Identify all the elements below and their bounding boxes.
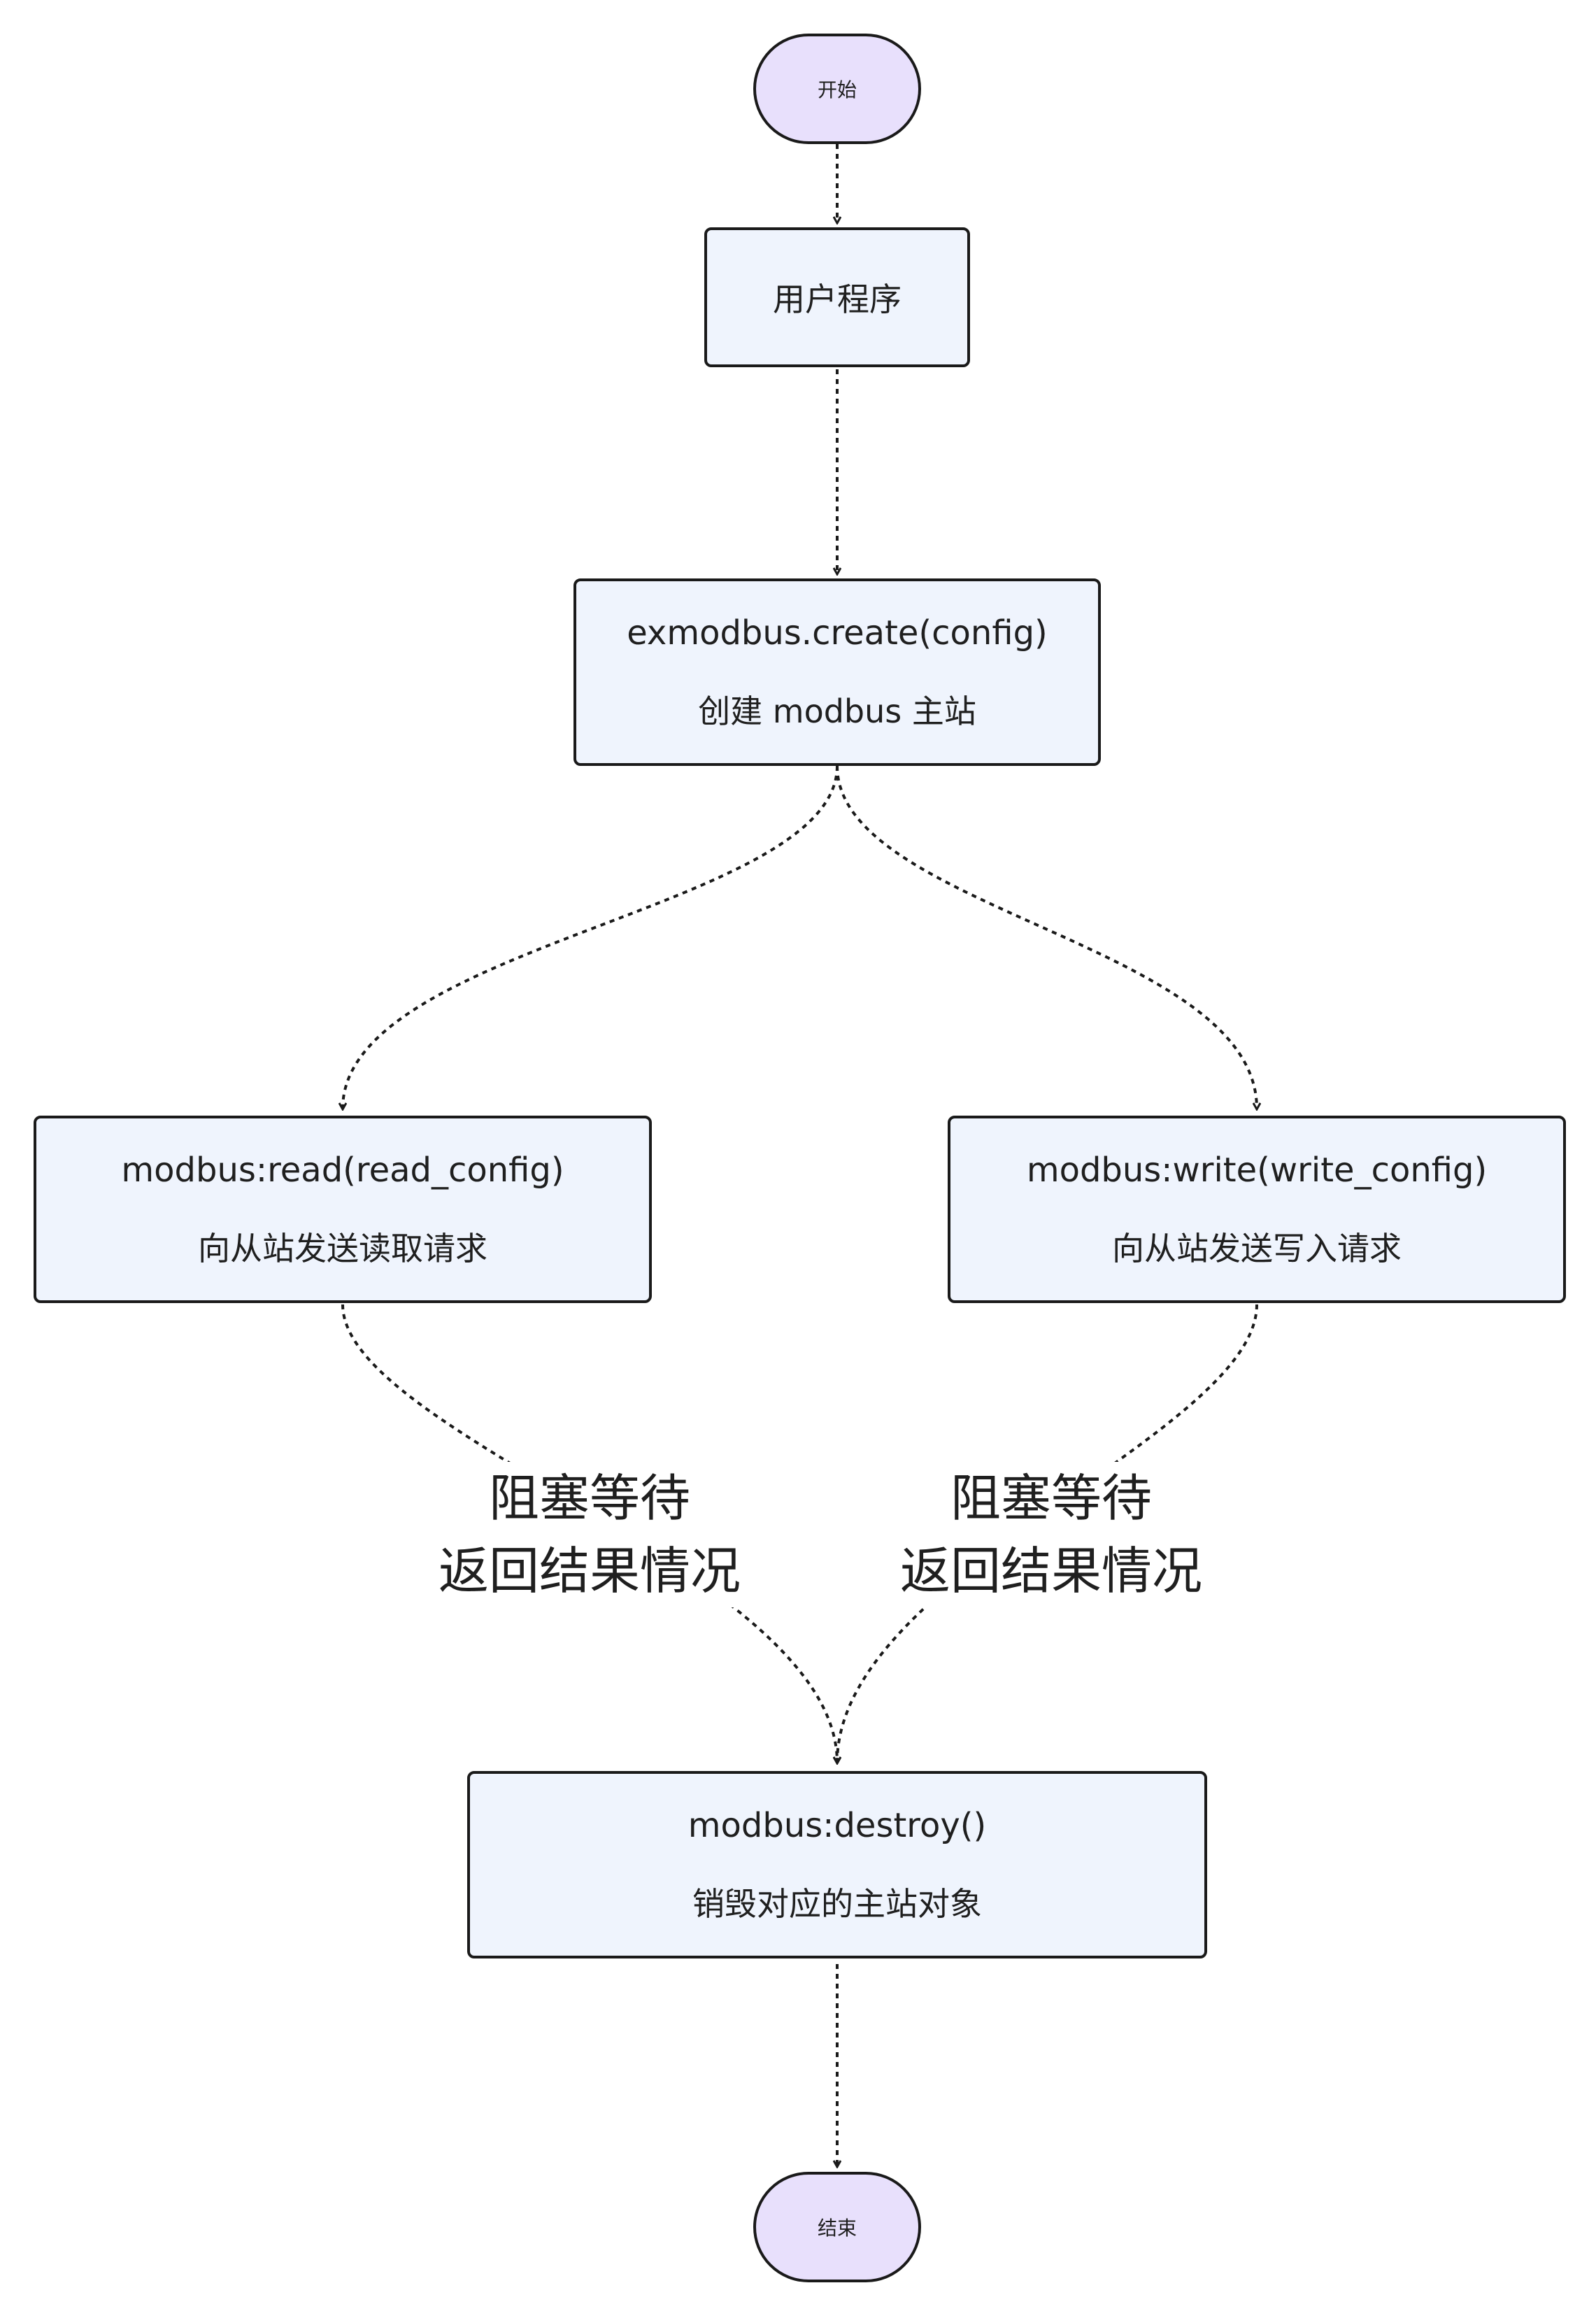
edge-label-write-wait-line1: 阻塞等待	[950, 1469, 1152, 1528]
destroy-node-call: modbus:destroy()	[687, 1805, 987, 1845]
read-node-call: modbus:read(read_config)	[121, 1150, 564, 1190]
edge-read-to-destroy	[341, 1304, 837, 1763]
edge-label-read-wait: 阻塞等待 返回结果情况	[428, 1462, 751, 1607]
read-node-desc: 向从站发送读取请求	[198, 1230, 487, 1268]
edge-label-read-wait-line2: 返回结果情况	[438, 1542, 741, 1600]
user-program-label: 用户程序	[773, 280, 902, 318]
write-node[interactable]: modbus:write(write_config) 向从站发送写入请求	[948, 1116, 1566, 1303]
end-node[interactable]: 结束	[753, 2172, 921, 2282]
start-node[interactable]: 开始	[753, 34, 921, 144]
edge-create-to-write	[836, 765, 1257, 1109]
write-node-desc: 向从站发送写入请求	[1112, 1230, 1402, 1268]
edge-label-write-wait-line2: 返回结果情况	[899, 1542, 1202, 1600]
destroy-node-desc: 销毁对应的主站对象	[692, 1885, 982, 1924]
read-node[interactable]: modbus:read(read_config) 向从站发送读取请求	[34, 1116, 652, 1303]
write-node-call: modbus:write(write_config)	[1026, 1150, 1488, 1190]
end-node-label: 结束	[817, 2217, 857, 2240]
edge-label-write-wait: 阻塞等待 返回结果情况	[890, 1462, 1213, 1607]
create-node-desc: 创建 modbus 主站	[698, 692, 976, 731]
start-node-label: 开始	[817, 78, 857, 101]
user-program-node[interactable]: 用户程序	[704, 227, 970, 367]
destroy-node[interactable]: modbus:destroy() 销毁对应的主站对象	[467, 1771, 1207, 1958]
edge-label-read-wait-line1: 阻塞等待	[488, 1469, 690, 1528]
create-node-call: exmodbus.create(config)	[627, 613, 1048, 653]
edge-create-to-read	[343, 765, 839, 1109]
create-node[interactable]: exmodbus.create(config) 创建 modbus 主站	[573, 578, 1101, 766]
